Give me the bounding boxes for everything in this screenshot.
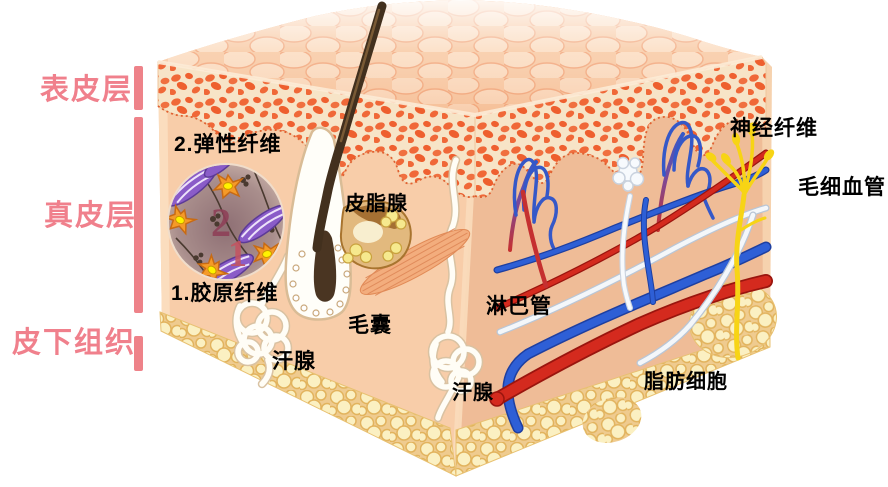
artery-branch-vertical — [520, 189, 549, 289]
surface-fold-highlight — [157, 55, 763, 118]
sebaceous-gland — [339, 199, 412, 270]
sweat-gland-right — [427, 155, 484, 423]
label-collagen-fiber: 1.胶原纤维 — [171, 282, 279, 305]
nerve-ending-corpuscle — [612, 156, 645, 311]
sebum-lobules — [342, 209, 407, 264]
subcutaneous-bracket — [134, 336, 143, 371]
collagen-fiber-bundles — [169, 165, 283, 279]
nerve-fiber-yellow — [705, 122, 775, 361]
label-sweat-gland-right: 汗腺 — [452, 382, 494, 404]
layer-label-dermis: 真皮层 — [44, 200, 138, 232]
layer-label-epidermis: 表皮层 — [40, 74, 134, 106]
epidermis-bracket — [134, 66, 143, 110]
inset-number-collagen: 1 — [228, 233, 247, 275]
follicle-bulb-cells — [289, 244, 351, 317]
fibroblast-cells — [169, 173, 283, 279]
layer-label-subcutaneous: 皮下组织 — [12, 327, 137, 359]
hair-shaft — [312, 1, 387, 253]
fiber-inset-magnifier: 2 1 — [167, 163, 285, 281]
label-hair-follicle: 毛囊 — [348, 314, 392, 337]
label-sweat-gland-left: 汗腺 — [272, 350, 316, 373]
label-lymphatic-vessel: 淋巴管 — [486, 295, 552, 318]
lymph-vessel-lower — [636, 211, 757, 367]
artery-deep — [489, 274, 773, 407]
label-elastic-fiber: 2.弹性纤维 — [174, 133, 282, 156]
inset-number-elastic: 2 — [211, 200, 231, 245]
arrector-pili-muscle — [359, 228, 471, 296]
cube-left-edge — [158, 62, 170, 333]
label-sebaceous-gland: 皮脂腺 — [345, 193, 408, 215]
vein-branch-vertical — [640, 197, 656, 305]
label-nerve-fiber: 神经纤维 — [730, 117, 818, 140]
label-capillary: 毛细血管 — [798, 176, 886, 199]
dermis-bracket — [134, 117, 143, 313]
label-fat-cells: 脂肪细胞 — [644, 371, 728, 393]
